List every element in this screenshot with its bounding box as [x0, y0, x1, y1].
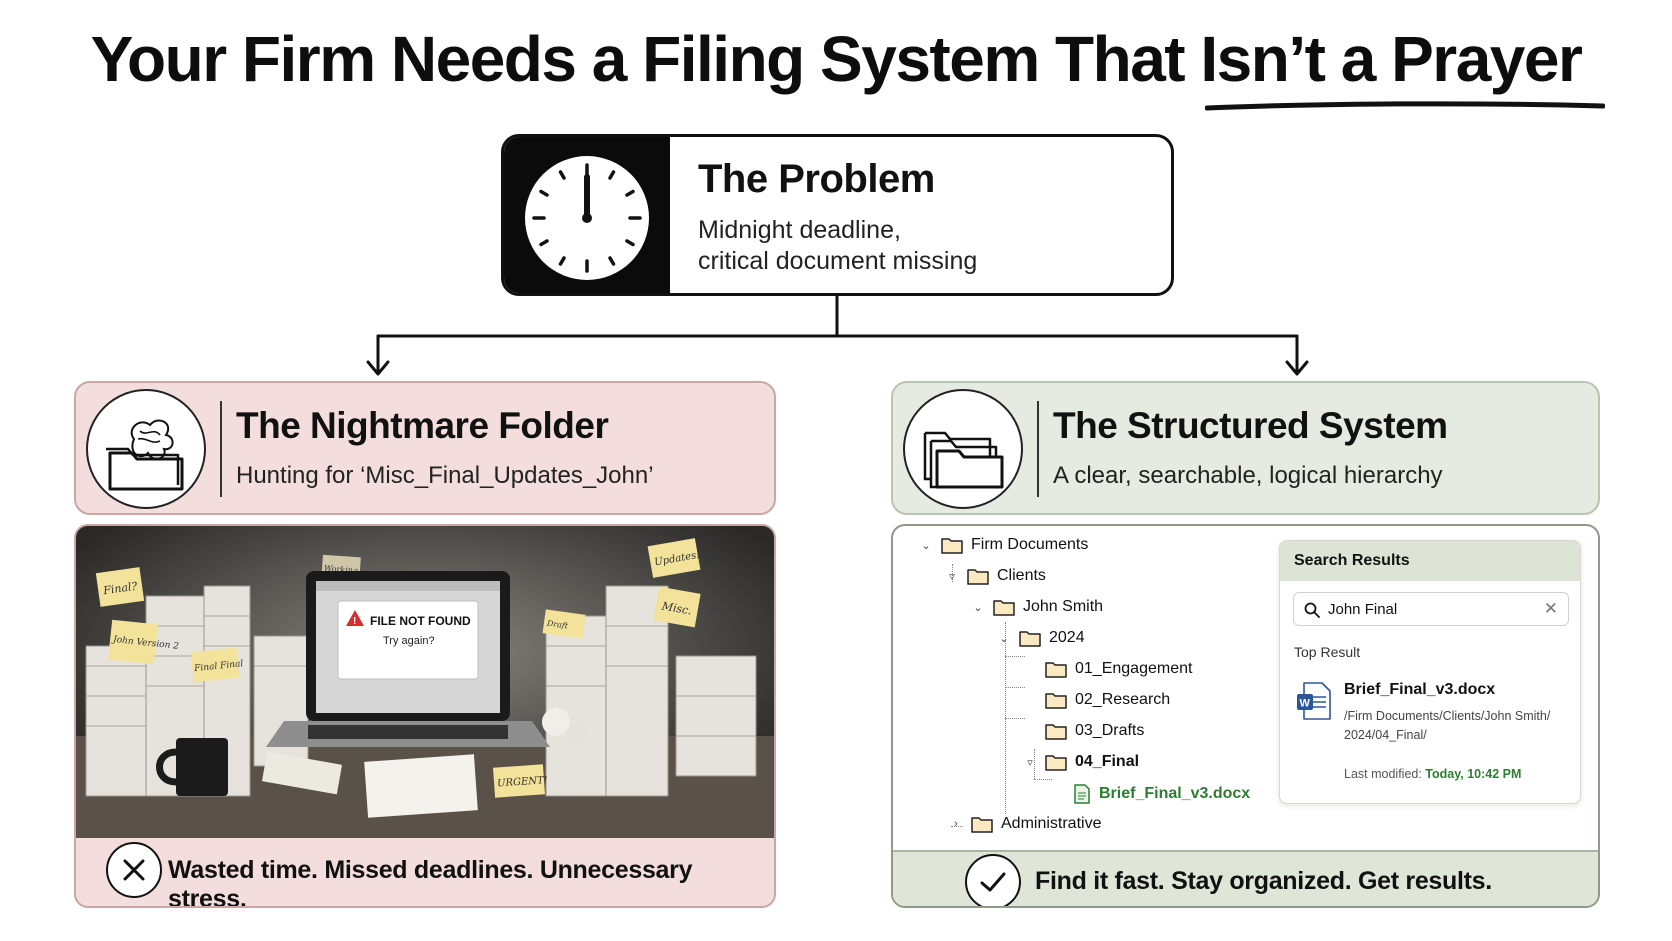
- chevron-down-icon[interactable]: ⌄: [999, 632, 1009, 645]
- folder-icon: [1019, 630, 1041, 647]
- tree-item-john-smith[interactable]: ⌄ John Smith: [971, 598, 1103, 616]
- tree-label: Administrative: [1001, 815, 1102, 832]
- tree-item-clients[interactable]: ▿ Clients: [945, 567, 1046, 585]
- nightmare-header-card: The Nightmare Folder Hunting for ‘Misc_F…: [74, 381, 776, 515]
- tree-item-final[interactable]: ▿ 04_Final: [1023, 753, 1139, 771]
- title-highlight: Isn’t a Prayer: [1200, 23, 1583, 95]
- top-result-label: Top Result: [1294, 644, 1361, 660]
- search-result-path: /Firm Documents/Clients/John Smith/ 2024…: [1344, 707, 1572, 745]
- tree-line: [952, 564, 953, 582]
- search-result-modified: Last modified: Today, 10:42 PM: [1344, 767, 1521, 781]
- tree-item-2024[interactable]: ⌄ 2024: [997, 629, 1085, 647]
- problem-box: The Problem Midnight deadline, critical …: [501, 134, 1174, 296]
- error-title: FILE NOT FOUND: [370, 614, 471, 628]
- folder-icon: [967, 568, 989, 585]
- tree-label: John Smith: [1023, 598, 1104, 615]
- tree-label: Firm Documents: [971, 536, 1089, 553]
- tree-hline: [1005, 718, 1025, 719]
- tree-label: Clients: [997, 567, 1046, 584]
- clear-icon[interactable]: ✕: [1543, 599, 1558, 618]
- structured-icon-circle: [903, 389, 1023, 509]
- chevron-down-icon[interactable]: ▿: [949, 570, 955, 583]
- tree-label: Brief_Final_v3.docx: [1099, 785, 1251, 802]
- folder-icon: [1045, 754, 1067, 771]
- folder-icon: [941, 537, 963, 554]
- folder-icon: [993, 599, 1015, 616]
- organized-folders-icon: [923, 431, 1004, 489]
- search-results-header: Search Results: [1280, 541, 1580, 581]
- tree-label: 02_Research: [1075, 691, 1171, 708]
- tree-hline: [1034, 779, 1052, 780]
- folder-icon: [971, 816, 993, 833]
- svg-text:!: !: [353, 616, 356, 627]
- chevron-down-icon[interactable]: ⌄: [921, 539, 931, 552]
- problem-description: Midnight deadline, critical document mis…: [698, 215, 977, 277]
- nightmare-panel: Final? John Version 2 Final Final Update…: [74, 524, 776, 908]
- structured-heading: The Structured System: [1053, 405, 1448, 446]
- structured-divider: [1037, 401, 1039, 497]
- title-underline: [1205, 101, 1605, 111]
- modified-label: Last modified:: [1344, 767, 1426, 781]
- tree-item-engagement[interactable]: 01_Engagement: [1023, 660, 1192, 678]
- nightmare-divider: [220, 401, 222, 497]
- tree-item-research[interactable]: 02_Research: [1023, 691, 1170, 709]
- search-result-filename[interactable]: Brief_Final_v3.docx: [1344, 681, 1495, 699]
- svg-text:W: W: [1300, 698, 1311, 710]
- search-result-filename-text: Brief_Final_v3.docx: [1344, 681, 1496, 698]
- note-misc: Misc.: [660, 599, 693, 617]
- nightmare-subtitle: Hunting for ‘Misc_Final_Updates_John’: [236, 462, 654, 489]
- clock-icon: [525, 156, 649, 280]
- tree-line: [1034, 749, 1035, 779]
- document-icon: [1074, 784, 1090, 804]
- messy-folder-icon: [106, 419, 184, 491]
- tree-label: 01_Engagement: [1075, 660, 1193, 677]
- search-results-panel: Search Results John Final ✕ Top Result W…: [1279, 540, 1581, 804]
- tree-label: 04_Final: [1075, 753, 1140, 770]
- search-query: John Final: [1328, 601, 1398, 618]
- folder-icon: [1045, 692, 1067, 709]
- folder-icon: [1045, 723, 1067, 740]
- chevron-down-icon[interactable]: ▿: [1027, 756, 1033, 769]
- tree-label: 2024: [1049, 629, 1085, 646]
- tree-item-administrative[interactable]: › Administrative: [949, 815, 1101, 833]
- problem-heading: The Problem: [698, 157, 935, 201]
- structured-footer: Find it fast. Stay organized. Get result…: [1035, 867, 1492, 895]
- problem-icon-panel: [504, 137, 670, 293]
- search-result-path-line-2: 2024/04_Final/: [1344, 728, 1427, 742]
- tree-hline: [1005, 687, 1025, 688]
- chevron-right-icon[interactable]: ›: [954, 818, 958, 830]
- word-document-icon: W: [1297, 682, 1331, 720]
- problem-line-1: Midnight deadline,: [698, 216, 901, 244]
- tree-hline: [1005, 656, 1025, 657]
- tree-item-firm-documents[interactable]: ⌄ Firm Documents: [919, 536, 1088, 554]
- folder-icon: [1045, 661, 1067, 678]
- search-result-path-line-1: /Firm Documents/Clients/John Smith/: [1344, 709, 1551, 723]
- nightmare-footer: Wasted time. Missed deadlines. Unnecessa…: [168, 856, 693, 908]
- structured-subtitle: A clear, searchable, logical hierarchy: [1053, 462, 1443, 489]
- tree-item-drafts[interactable]: 03_Drafts: [1023, 722, 1144, 740]
- note-final: Final?: [101, 580, 138, 598]
- x-icon: [106, 842, 162, 898]
- structured-panel: ⌄ Firm Documents ▿ Clients ⌄ John Smith …: [891, 524, 1600, 908]
- tree-hline: [951, 826, 963, 827]
- search-input[interactable]: John Final ✕: [1293, 592, 1569, 626]
- structured-header-card: The Structured System A clear, searchabl…: [891, 381, 1600, 515]
- note-draft: Draft: [545, 619, 569, 631]
- problem-line-2: critical document missing: [698, 247, 978, 275]
- check-icon: [965, 854, 1021, 906]
- modified-value: Today, 10:42 PM: [1425, 767, 1522, 781]
- error-subtitle: Try again?: [383, 635, 435, 647]
- chevron-down-icon[interactable]: ⌄: [973, 601, 983, 614]
- tree-label: 03_Drafts: [1075, 722, 1145, 739]
- nightmare-heading: The Nightmare Folder: [236, 405, 609, 446]
- nightmare-icon-circle: [86, 389, 206, 509]
- page-title: Your Firm Needs a Filing System That Isn…: [0, 22, 1672, 96]
- search-icon: [1304, 602, 1320, 618]
- tree-item-brief-file[interactable]: Brief_Final_v3.docx: [1073, 784, 1250, 804]
- title-prefix: Your Firm Needs a Filing System That: [90, 23, 1201, 95]
- messy-desk-illustration: Final? John Version 2 Final Final Update…: [76, 526, 774, 838]
- note-urgent: URGENT!: [497, 775, 548, 790]
- connector-arrows: [366, 294, 1309, 376]
- note-working: Working: [324, 564, 359, 575]
